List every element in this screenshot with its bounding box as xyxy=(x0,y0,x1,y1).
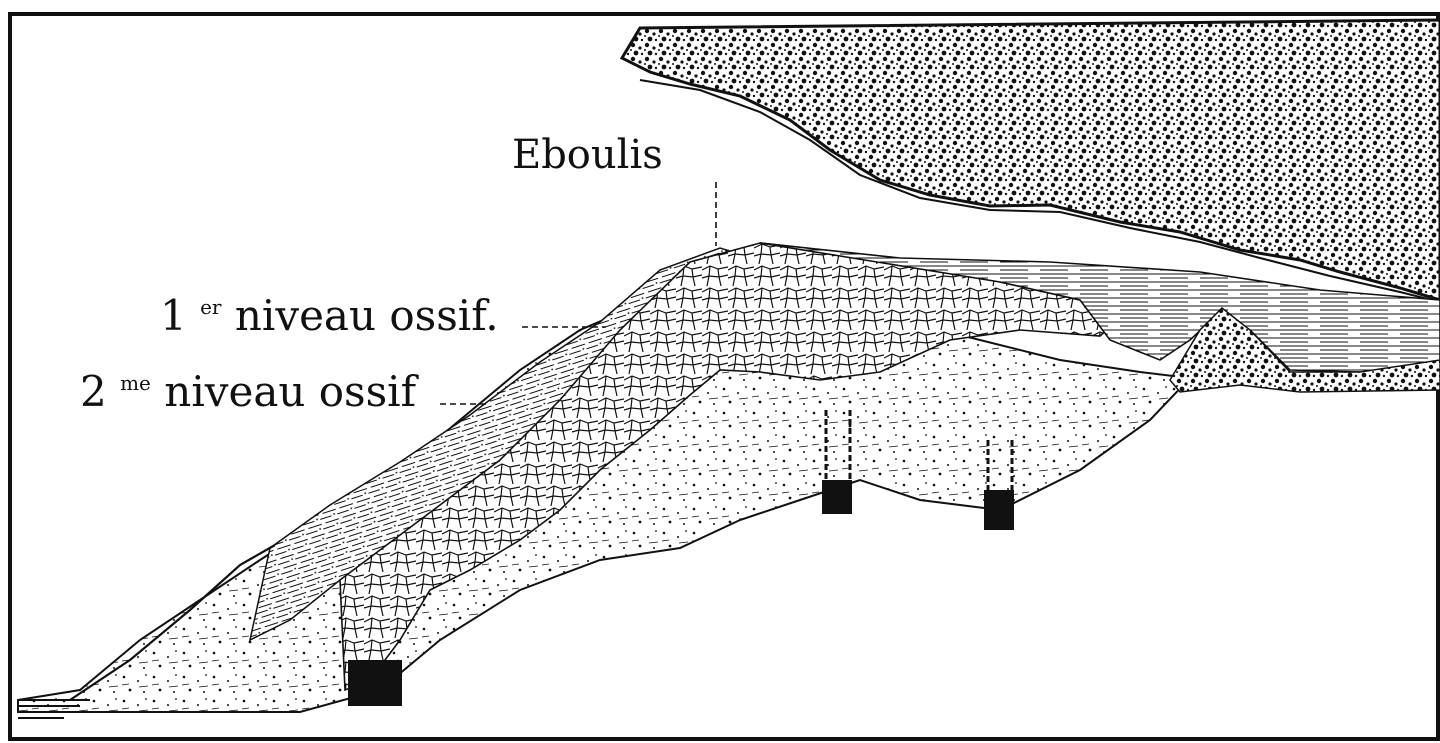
label-level1-superscript: er xyxy=(200,295,222,319)
excavation-pit-1 xyxy=(348,660,402,706)
label-level2-number: 2 xyxy=(80,367,107,416)
label-eboulis: Eboulis xyxy=(512,132,663,178)
label-level1: 1 er niveau ossif. xyxy=(160,275,499,340)
label-level1-text: niveau ossif. xyxy=(235,291,499,340)
label-level2-superscript: me xyxy=(120,371,151,395)
excavation-pit-2 xyxy=(822,480,852,514)
label-level1-number: 1 xyxy=(160,291,187,340)
label-level2-text: niveau ossif xyxy=(164,367,419,416)
label-level2: 2 me niveau ossif xyxy=(80,351,420,416)
excavation-pit-3 xyxy=(984,490,1014,530)
